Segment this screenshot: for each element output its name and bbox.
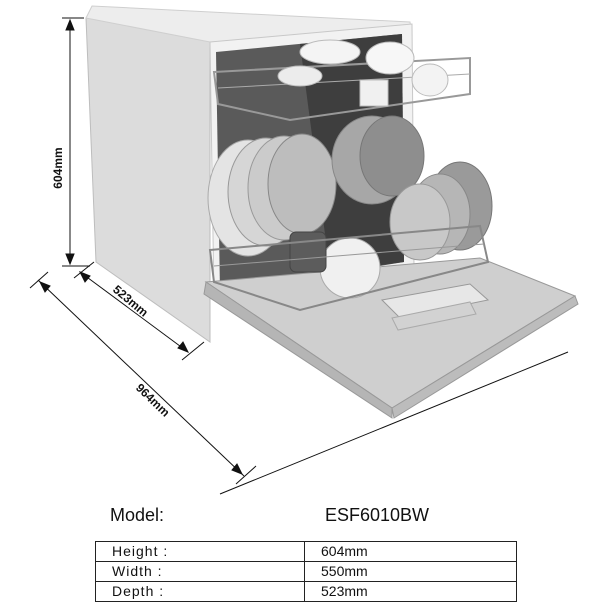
spec-key: Depth : [95, 581, 305, 602]
dishwasher-illustration: 604mm 523mm 964mm [29, 5, 579, 495]
dimension-lines [29, 17, 569, 495]
table-row: Depth : 523mm [95, 581, 517, 602]
spec-key: Height : [95, 541, 305, 562]
spec-value: 604mm [304, 541, 517, 562]
open-depth-dimension-label: 964mm [133, 381, 172, 420]
spec-key: Width : [95, 561, 305, 582]
dishwasher-body [85, 5, 579, 419]
height-dimension-label: 604mm [51, 147, 65, 188]
model-row: Model: ESF6010BW [0, 505, 600, 533]
model-label: Model: [110, 505, 165, 525]
table-row: Height : 604mm [95, 541, 517, 562]
spec-value: 523mm [304, 581, 517, 602]
lower-rack [207, 115, 493, 312]
spec-value: 550mm [304, 561, 517, 582]
table-row: Width : 550mm [95, 561, 517, 582]
specs-table: Height : 604mm Width : 550mm Depth : 523… [95, 541, 517, 602]
upper-rack [212, 39, 471, 122]
model-value: ESF6010BW [325, 505, 430, 525]
